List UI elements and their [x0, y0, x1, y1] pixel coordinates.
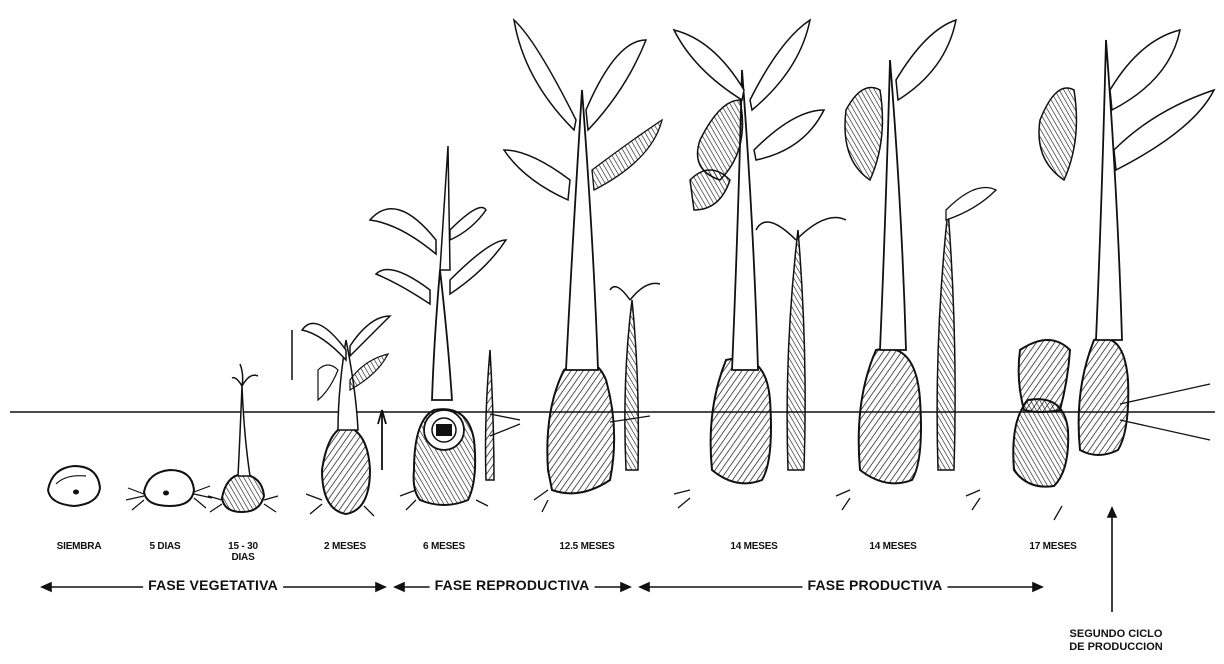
stage-2-months-illustration [292, 316, 390, 516]
second-cycle-arrow [1108, 508, 1116, 612]
stage-17-months-illustration [966, 30, 1214, 520]
stage-label-5-dias: 5 DIAS [149, 541, 180, 552]
stage-14-months-a-illustration [674, 20, 846, 508]
stage-label-6-meses: 6 MESES [423, 541, 465, 552]
second-cycle-label: SEGUNDO CICLO DE PRODUCCION [1046, 628, 1186, 654]
phase-label-productiva: FASE PRODUCTIVA [803, 577, 948, 593]
stage-label-14-meses-a: 14 MESES [730, 541, 777, 552]
phase-label-reproductiva: FASE REPRODUCTIVA [430, 577, 595, 593]
stage-label-siembra: SIEMBRA [57, 541, 102, 552]
stage-label-12-5-meses: 12.5 MESES [559, 541, 614, 552]
stage-15-30-days-illustration [208, 364, 278, 512]
stage-14-months-b-illustration [836, 20, 996, 510]
stage-seed-illustration [48, 466, 100, 506]
stage-label-2-meses: 2 MESES [324, 541, 366, 552]
stage-5-days-illustration [126, 470, 212, 510]
stage-12-5-months-illustration [490, 20, 662, 512]
second-cycle-line1: SEGUNDO CICLO [1046, 628, 1186, 641]
second-cycle-line2: DE PRODUCCION [1046, 641, 1186, 654]
stage-6-months-illustration [370, 146, 506, 510]
stage-label-15-30-dias: 15 - 30DIAS [228, 541, 258, 563]
phase-label-vegetativa: FASE VEGETATIVA [143, 577, 283, 593]
stage-label-17-meses: 17 MESES [1029, 541, 1076, 552]
stage-label-14-meses-b: 14 MESES [869, 541, 916, 552]
